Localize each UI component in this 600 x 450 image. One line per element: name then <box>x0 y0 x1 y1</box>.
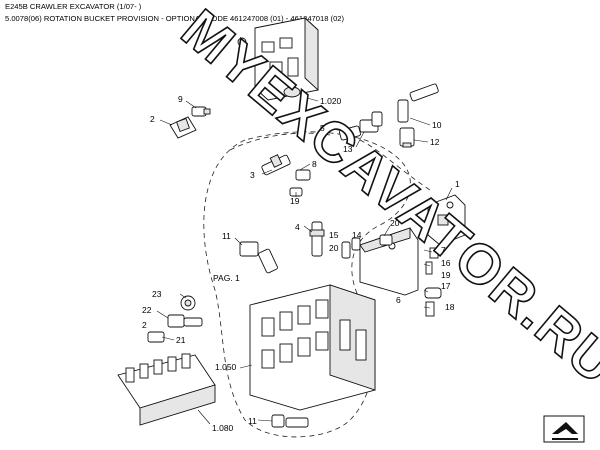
callout-5: 5 <box>320 123 325 133</box>
bracket <box>359 227 419 296</box>
watermark: MYEXCAVATOR.RU <box>170 0 600 397</box>
fitting-11-bottom <box>271 414 309 428</box>
callout-1020: 1.020 <box>320 96 342 106</box>
adapter-3 <box>261 154 291 176</box>
hose-route-line-2 <box>229 132 331 151</box>
hose-route-line <box>359 139 431 191</box>
fitting-23 <box>180 295 196 311</box>
callout-8: 8 <box>312 159 317 169</box>
page-subtitle: 5.0078(06) ROTATION BUCKET PROVISION - O… <box>5 14 345 23</box>
callout-20-mid: 20 <box>329 243 339 253</box>
callout-20-right: 20 <box>390 218 400 228</box>
callout-21: 21 <box>176 335 186 345</box>
callout-1080: 1.080 <box>212 423 234 433</box>
adapter-5 <box>339 125 361 141</box>
fitting-20-right <box>379 234 393 246</box>
callout-2-top: 2 <box>150 114 155 124</box>
callout-10: 10 <box>432 120 442 130</box>
callout-4: 4 <box>295 222 300 232</box>
valve-1 <box>427 194 466 246</box>
callout-1: 1 <box>455 179 460 189</box>
callout-6: 6 <box>396 295 401 305</box>
next-page-arrow-icon[interactable] <box>543 415 585 443</box>
plug-12 <box>399 127 415 148</box>
elbow-10 <box>397 83 439 123</box>
control-valve-1050 <box>249 284 376 411</box>
callout-23: 23 <box>152 289 162 299</box>
fitting-9 <box>191 106 211 117</box>
callout-13: 13 <box>343 144 353 154</box>
adapter-2-top <box>169 116 197 139</box>
adapters-14-15 <box>341 237 361 259</box>
leader-lines <box>156 95 453 425</box>
callout-11-bottom: 11 <box>248 416 257 426</box>
callout-labels: 9 2 1.020 5 13 10 12 8 3 19 1 4 11 15 14… <box>142 94 460 433</box>
callout-16: 16 <box>441 258 451 268</box>
callout-19-mid: 19 <box>290 196 300 206</box>
callout-1050: 1.050 <box>215 362 237 372</box>
callout-12: 12 <box>430 137 440 147</box>
callout-22: 22 <box>142 305 152 315</box>
callout-17: 17 <box>441 281 451 291</box>
tee-fitting-22 <box>167 314 203 328</box>
hose-fitting-4 <box>309 221 325 257</box>
callout-7: 7 <box>441 245 446 255</box>
page-title: E245B CRAWLER EXCAVATOR (1/07- ) <box>5 2 142 11</box>
elbow-13 <box>359 111 383 133</box>
callout-19-right: 19 <box>441 270 451 280</box>
valve-block-1020 <box>237 16 319 101</box>
callout-pag1: PAG. 1 <box>213 273 240 283</box>
small-parts-7-16-17-18 <box>424 247 442 317</box>
callout-15: 15 <box>329 230 339 240</box>
adapter-8 <box>295 169 311 181</box>
fitting-11-left <box>239 241 278 274</box>
callout-14: 14 <box>352 230 362 240</box>
assembly-boundary <box>203 131 411 438</box>
callout-11-left: 11 <box>222 231 231 241</box>
callout-9: 9 <box>178 94 183 104</box>
adapter-21 <box>147 331 165 343</box>
callout-2-left: 2 <box>142 320 147 330</box>
callout-3: 3 <box>250 170 255 180</box>
manifold-1080 <box>117 353 216 426</box>
callout-18: 18 <box>445 302 455 312</box>
